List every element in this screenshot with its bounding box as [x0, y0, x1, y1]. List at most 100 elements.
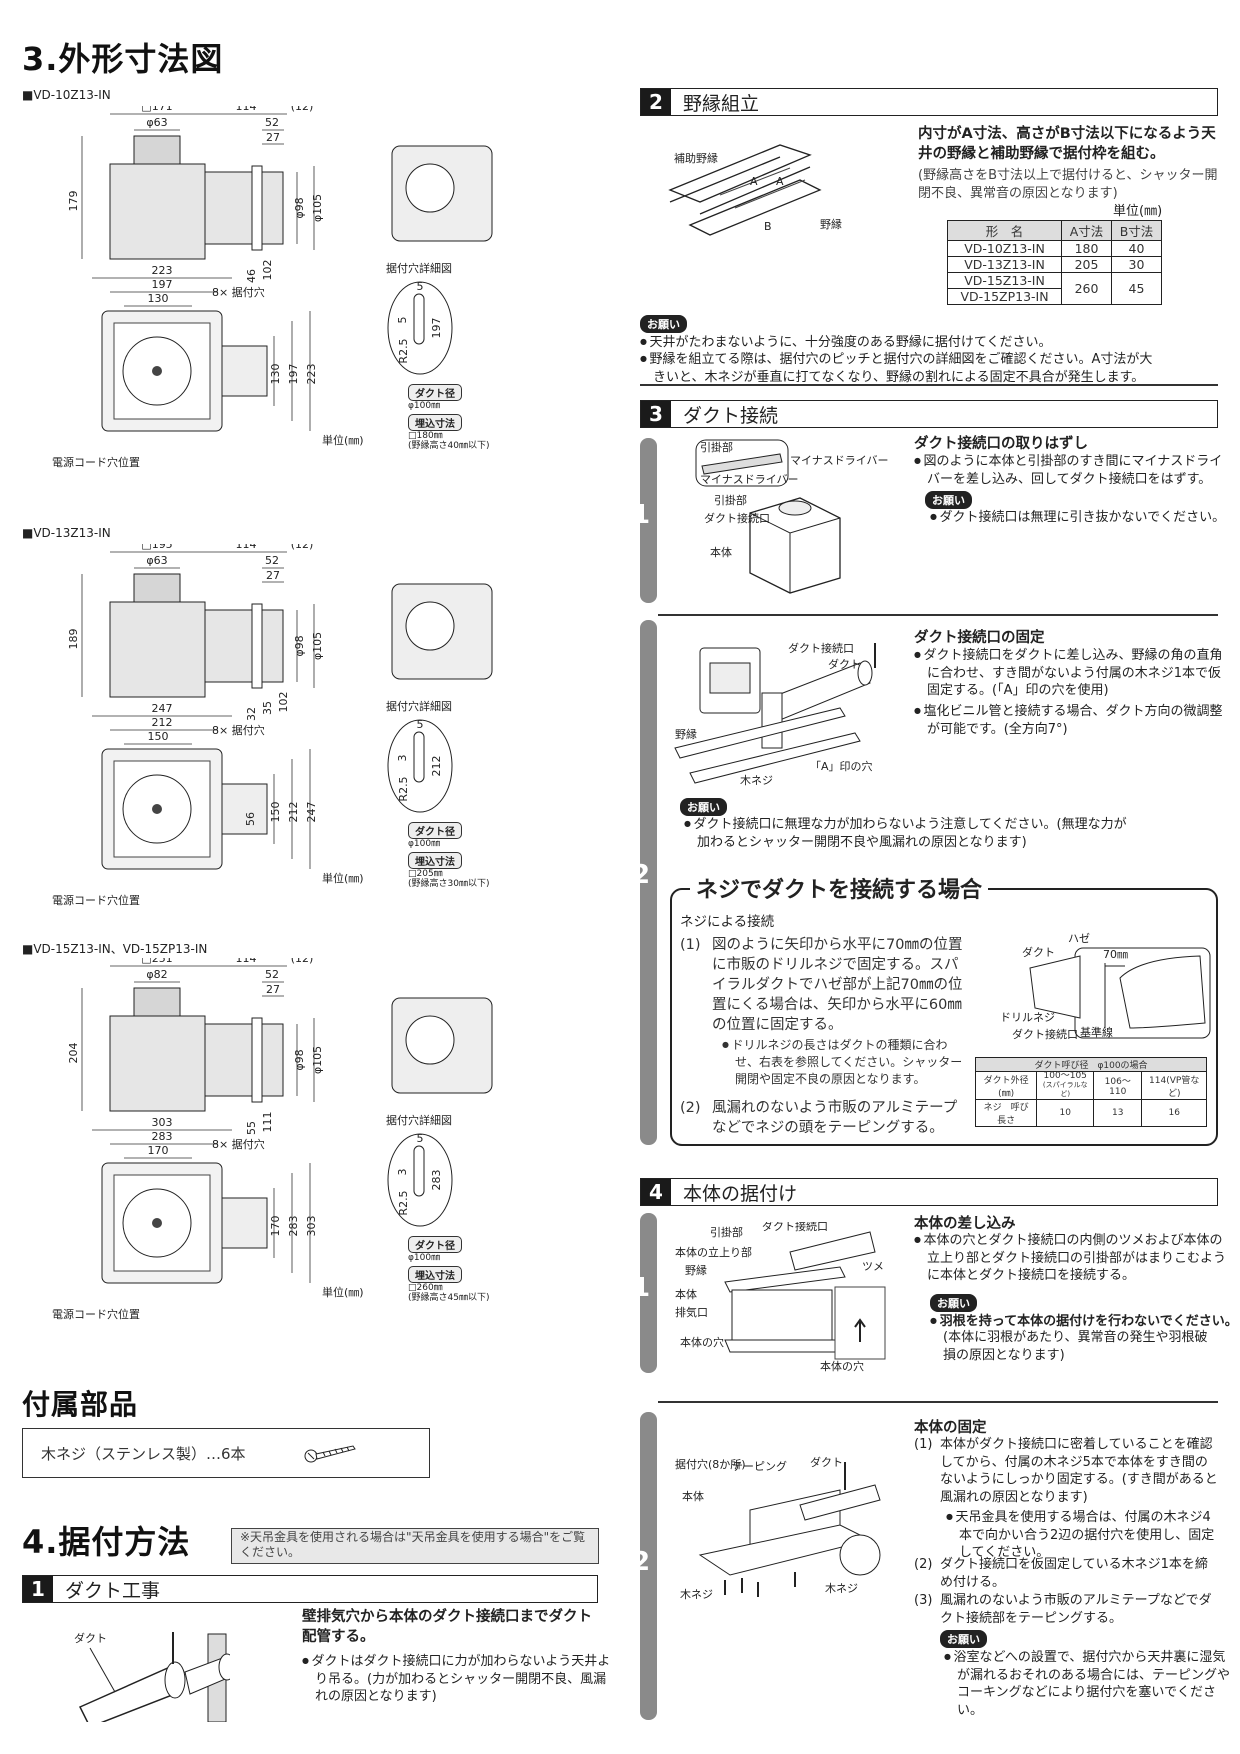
dimension-label: 150 — [148, 730, 169, 743]
td: 30 — [1111, 256, 1162, 273]
power-cord-hole-label: 電源コード穴位置 — [52, 455, 140, 469]
fan-hub — [152, 366, 162, 376]
fig-label: 本体 — [682, 1489, 704, 1503]
item-num: (1) — [680, 937, 701, 953]
s2-sub: (野縁高さをB寸法以上で据付けると、シャッター開閉不良、異常音の原因となります) — [918, 168, 1218, 201]
dimension-label: (12) — [291, 958, 314, 965]
td: 40 — [1111, 240, 1162, 257]
screw-box-title: ネジでダクトを接続する場合 — [690, 872, 989, 904]
dimension-label: 111 — [261, 1112, 274, 1133]
duct-removal-illustration: 引掛部 マイナスドライバー マイナスドライバー 引掛部 ダクト接続口 本体 — [695, 439, 889, 594]
model-label: ■VD-10Z13-IN — [22, 88, 111, 102]
fig-label-duct: ダクト — [74, 1631, 107, 1645]
td: 10 — [1036, 1099, 1095, 1127]
step-bar-1: 1 — [632, 438, 657, 603]
accessory-item: 木ネジ（ステンレス製）…6本 — [41, 1445, 246, 1463]
spec-value: (野縁高さ45㎜以下) — [408, 1293, 490, 1303]
s2-note-1: 天井がたわまないように、十分強度のある野縁に据付けてください。 — [640, 333, 1231, 352]
section-1-header: 1 ダクト工事 — [22, 1575, 598, 1603]
fix-step-3: (3) 風漏れのないよう市販のアルミテープなどでダクト接続部をテーピングする。 — [914, 1592, 1218, 1627]
screw-position-illustration: ダクト ハゼ 70㎜ ドリルネジ ダクト接続口 基準線 — [1000, 932, 1211, 1041]
spec-value: φ100㎜ — [408, 401, 441, 411]
caution-badge: お願い — [640, 315, 687, 333]
side-view-body — [109, 163, 206, 260]
spec-value: □180㎜ — [408, 431, 443, 441]
hole-detail-title: 据付穴詳細図 — [386, 261, 452, 275]
fig-label: 木ネジ — [825, 1582, 858, 1595]
front-view-outlet — [405, 163, 455, 213]
front-view-outlet — [405, 1015, 455, 1065]
side-flange — [251, 1017, 263, 1103]
step-note: ダクト接続口は無理に引き抜かないでください。 — [930, 508, 1233, 527]
caution-badge: お願い — [930, 1294, 977, 1312]
step-note-bold: 羽根を持って本体の据付けを行わないでください。 — [930, 1312, 1240, 1331]
fig-label: ハゼ — [1068, 932, 1090, 945]
dimension-label: 223 — [305, 364, 318, 385]
dimension-label: 130 — [148, 292, 169, 305]
dimension-label: 5 — [396, 317, 409, 324]
fig-label: 引掛部 — [710, 1225, 743, 1239]
item-text: ダクト接続口を仮固定している木ネジ1本を締め付ける。 — [940, 1557, 1208, 1590]
side-duct — [204, 1023, 284, 1097]
dimension-label: 46 — [245, 269, 258, 283]
hole-detail-title: 据付穴詳細図 — [386, 699, 452, 713]
screw-step-2: (2) 風漏れのないよう市販のアルミテープなどでネジの頭をテーピングする。 — [680, 1098, 970, 1138]
table-caption: ダクト呼び径 φ100の場合 — [975, 1057, 1207, 1072]
fig-label: ダクト接続口 — [762, 1222, 828, 1233]
hole-slot — [413, 293, 425, 345]
item-num: (1) — [914, 1437, 933, 1452]
s1-lead: 壁排気穴から本体のダクト接続口までダクト配管する。 — [302, 1609, 592, 1645]
front-view-outlet — [405, 601, 455, 651]
dimension-label: φ105 — [311, 194, 324, 222]
item-text: 風漏れのないよう市販のアルミテープなどでネジの頭をテーピングする。 — [712, 1100, 958, 1136]
install-note: ※天吊金具を使用される場合は"天吊金具を使用する場合"をご覧ください。 — [231, 1528, 599, 1564]
section-number: 2 — [641, 89, 671, 115]
dimension-label: 3 — [396, 1169, 409, 1176]
step-bullet: 図のように本体と引掛部のすき間にマイナスドライバーを差し込み、回してダクト接続口… — [914, 452, 1231, 488]
step-note: (本体に羽根があたり、異常音の発生や羽根破損の原因となります) — [943, 1330, 1208, 1363]
fig-label: 木ネジ — [680, 1588, 713, 1600]
fan-hub — [152, 1218, 162, 1228]
power-cord-hole-label: 電源コード穴位置 — [52, 1307, 140, 1321]
section-title: 本体の据付け — [683, 1182, 798, 1205]
dimension-label: 5 — [417, 1132, 424, 1145]
dimension-label: 27 — [266, 569, 280, 582]
fig-label: 野縁 — [675, 727, 697, 741]
step-bullet: 本体の穴とダクト接続口の内側のツメおよび本体の立上り部とダクト接続口の引掛部がは… — [914, 1231, 1231, 1285]
bottom-duct — [221, 1197, 268, 1249]
step-note: ダクト接続口に無理な力が加わらないよう注意してください。(無理な力が加わるとシャ… — [684, 815, 1127, 851]
mounting-holes-label: 8× 据付穴 — [212, 723, 265, 737]
fig-label: ダクト — [828, 657, 861, 671]
dimension-label: 35 — [261, 701, 274, 715]
mounting-holes-label: 8× 据付穴 — [212, 1137, 265, 1151]
td: 100〜105(スパイラルなど) — [1036, 1071, 1095, 1100]
th: B寸法 — [1111, 220, 1162, 241]
step-bar-1: 1 — [632, 1213, 657, 1373]
section-number: 4 — [641, 1179, 671, 1205]
dimension-label: 55 — [245, 1121, 258, 1135]
dimension-label: φ98 — [293, 197, 306, 218]
divider — [658, 1401, 1218, 1403]
spec-tag: ダクト径 — [408, 1236, 462, 1253]
divider — [640, 384, 1218, 386]
dimension-label: 247 — [152, 702, 173, 715]
spec-value: (野縁高さ30㎜以下) — [408, 879, 490, 889]
accessories-title: 付属部品 — [22, 1388, 139, 1421]
dimension-label: 303 — [152, 1116, 173, 1129]
fig-label: 引掛部 — [700, 440, 733, 454]
fig-label: 野縁 — [685, 1263, 707, 1277]
dimension-label: 27 — [266, 131, 280, 144]
spec-value: □260㎜ — [408, 1283, 443, 1293]
dimension-label: φ98 — [293, 635, 306, 656]
dimensions-title: 3.外形寸法図 — [22, 40, 224, 78]
side-flange — [251, 603, 263, 689]
side-view-body — [109, 601, 206, 698]
dimension-label: R2.5 — [397, 1190, 410, 1215]
dimension-label: 189 — [67, 629, 80, 650]
td: 205 — [1061, 256, 1112, 273]
dimension-label: φ98 — [293, 1049, 306, 1070]
fig-label: ダクト接続口 — [788, 641, 854, 655]
hole-slot — [413, 1145, 425, 1197]
